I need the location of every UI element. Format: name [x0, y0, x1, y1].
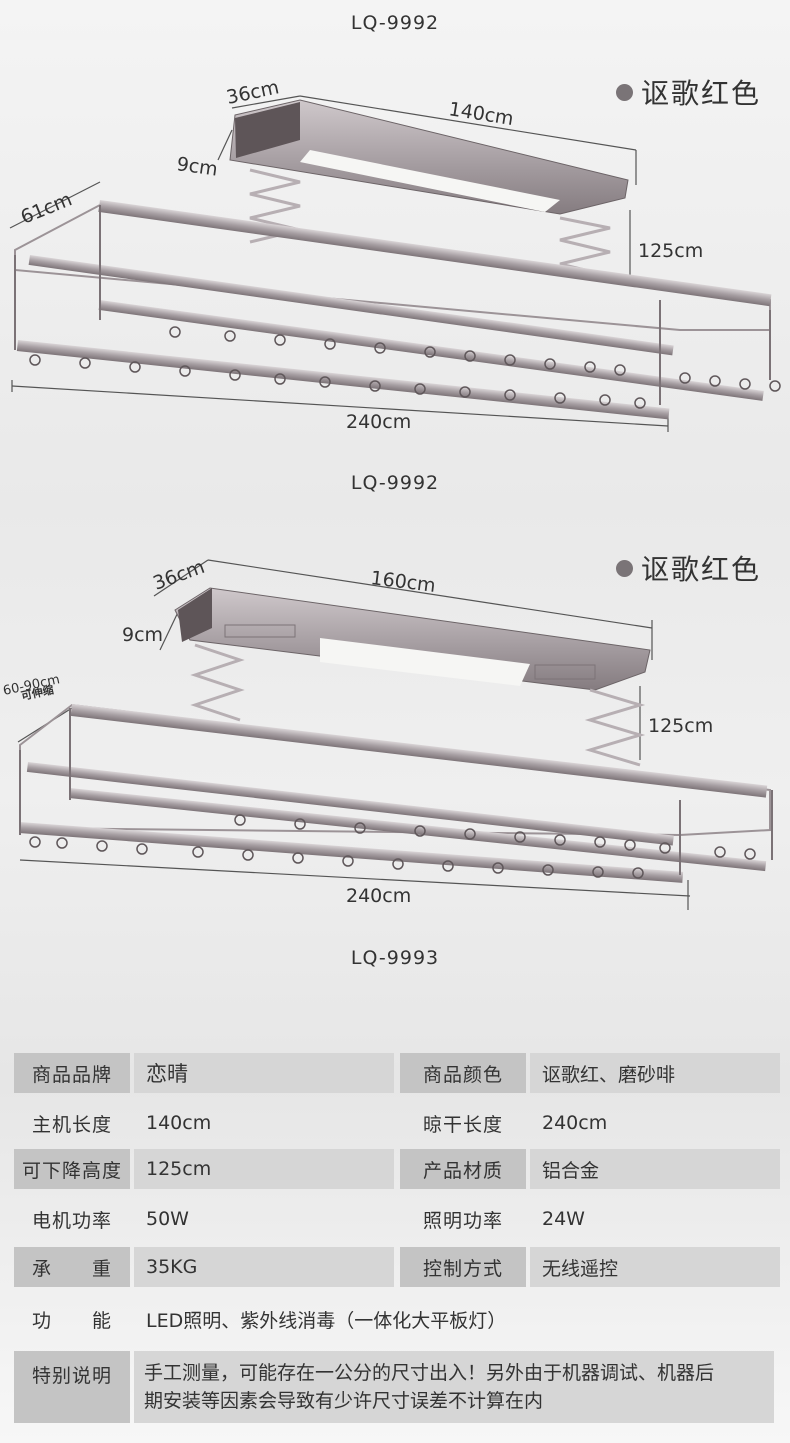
- spec-value-note: 手工测量，可能存在一公分的尺寸出入！另外由于机器调试、机器后 期安装等因素会导致…: [134, 1351, 774, 1423]
- spec-value-brand: 恋晴: [134, 1053, 394, 1093]
- spec-label-host-length: 主机长度: [31, 1113, 112, 1136]
- spec-value-host-length: 140cm: [146, 1112, 212, 1134]
- dim-height-2: 9cm: [122, 624, 163, 646]
- spec-row-function: 功 能 LED照明、紫外线消毒（一体化大平板灯）: [14, 1293, 790, 1345]
- color-tag-2: 讴歌红色: [616, 548, 761, 588]
- spec-label-control: 控制方式: [400, 1247, 526, 1287]
- dim-rack-1: 240cm: [346, 411, 411, 433]
- dim-lift-1: 125cm: [638, 240, 703, 262]
- spec-value-load: 35KG: [134, 1247, 394, 1287]
- spec-note-line-1: 手工测量，可能存在一公分的尺寸出入！另外由于机器调试、机器后: [144, 1362, 715, 1384]
- spec-label-color: 商品颜色: [400, 1053, 526, 1093]
- spec-note-line-2: 期安装等因素会导致有少许尺寸误差不计算在内: [144, 1390, 544, 1412]
- model-label-3: LQ-9993: [350, 947, 440, 969]
- spec-label-brand: 商品品牌: [14, 1053, 130, 1093]
- dim-rack-2: 240cm: [346, 885, 411, 907]
- spec-row-power: 电机功率 50W 照明功率 24W: [14, 1197, 790, 1241]
- spec-value-function: LED照明、紫外线消毒（一体化大平板灯）: [146, 1309, 507, 1332]
- drying-rack-diagram-2: 36cm 160cm 9cm 60-90cm 可伸缩 125cm 240cm: [2, 556, 773, 910]
- spec-label-light: 照明功率: [422, 1209, 503, 1232]
- spec-label-load: 承 重: [14, 1247, 130, 1287]
- spec-label-note: 特别说明: [14, 1351, 130, 1423]
- spec-label-dry-length: 晾干长度: [422, 1113, 503, 1136]
- spec-value-motor: 50W: [146, 1208, 189, 1230]
- model-label-1: LQ-9992: [350, 12, 440, 34]
- dim-length-2: 160cm: [369, 567, 436, 597]
- dim-width-note-2: 可伸缩: [20, 682, 55, 703]
- spec-label-function: 功 能: [31, 1309, 112, 1332]
- spec-row-lift: 可下降高度 125cm 产品材质 铝合金: [14, 1149, 790, 1189]
- color-tag-text-2: 讴歌红色: [641, 553, 762, 586]
- spec-row-note: 特别说明 手工测量，可能存在一公分的尺寸出入！另外由于机器调试、机器后 期安装等…: [14, 1351, 790, 1423]
- dim-depth-2: 36cm: [150, 556, 207, 595]
- spec-table: 商品品牌 恋晴 商品颜色 讴歌红、磨砂啡 主机长度 140cm 晾干长度 240…: [14, 1053, 790, 1423]
- dim-lift-2: 125cm: [648, 715, 713, 737]
- color-tag-1: 讴歌红色: [616, 72, 761, 112]
- spec-row-load: 承 重 35KG 控制方式 无线遥控: [14, 1247, 790, 1287]
- dim-height-1: 9cm: [175, 153, 219, 180]
- spec-value-dry-length: 240cm: [542, 1112, 608, 1134]
- spec-value-lift: 125cm: [134, 1149, 394, 1189]
- spec-row-brand: 商品品牌 恋晴 商品颜色 讴歌红、磨砂啡: [14, 1053, 790, 1093]
- spec-label-material: 产品材质: [400, 1149, 526, 1189]
- spec-value-color: 讴歌红、磨砂啡: [530, 1053, 780, 1093]
- spec-value-control: 无线遥控: [530, 1247, 780, 1287]
- color-tag-text-1: 讴歌红色: [641, 77, 762, 110]
- color-dot-icon: [616, 559, 633, 577]
- spec-label-lift: 可下降高度: [14, 1149, 130, 1189]
- drying-rack-diagram-1: 36cm 140cm 9cm 61cm 125cm 240cm: [9, 76, 781, 433]
- spec-value-material: 铝合金: [530, 1149, 780, 1189]
- spec-row-length: 主机长度 140cm 晾干长度 240cm: [14, 1101, 790, 1145]
- spec-label-motor: 电机功率: [31, 1209, 112, 1232]
- spec-value-light: 24W: [542, 1208, 585, 1230]
- model-label-2: LQ-9992: [350, 472, 440, 494]
- color-dot-icon: [616, 83, 633, 101]
